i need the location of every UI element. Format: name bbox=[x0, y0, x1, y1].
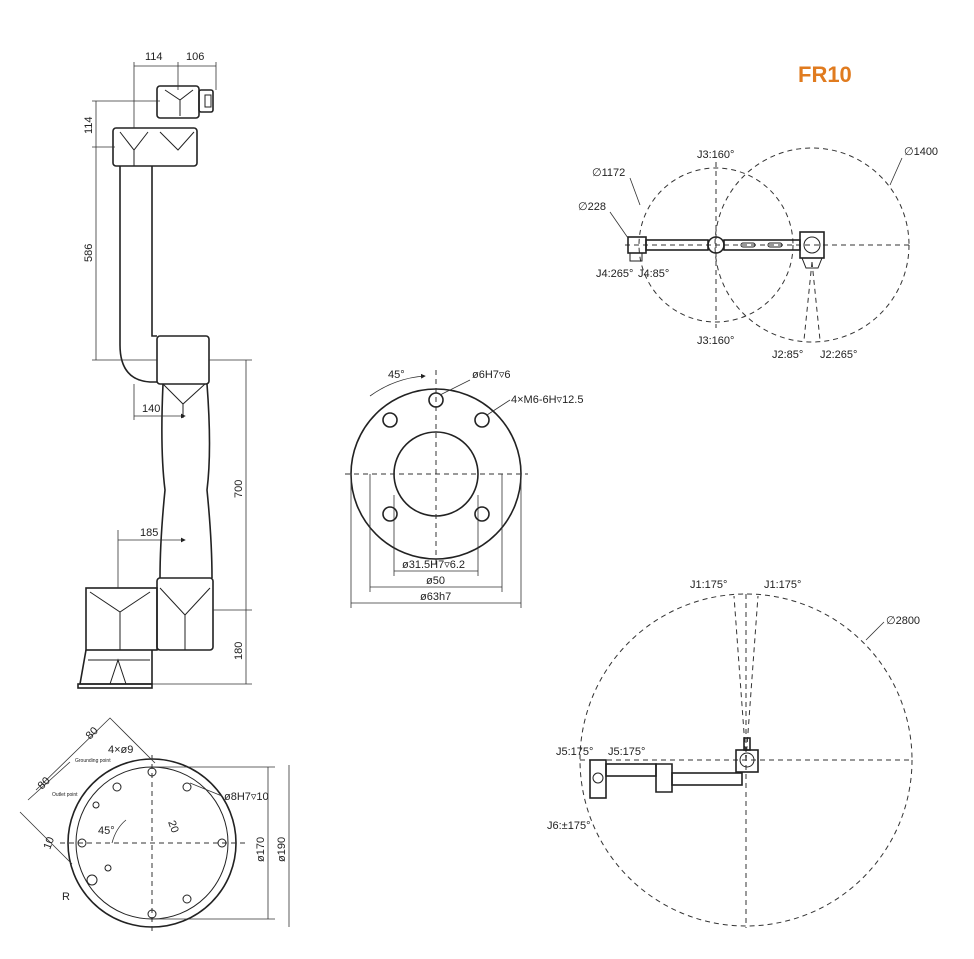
reach-2800: ∅2800 bbox=[886, 615, 920, 627]
base-dim-80-top: 80 bbox=[84, 725, 101, 742]
dim-586: 586 bbox=[83, 244, 95, 262]
j3-bottom-label: J3:160° bbox=[697, 335, 734, 347]
base-radius: R bbox=[62, 891, 70, 903]
j1-left-label: J1:175° bbox=[690, 579, 727, 591]
flange-angle: 45° bbox=[388, 369, 405, 381]
base-angle: 45° bbox=[98, 825, 115, 837]
base-mount-holes: 4×ø9 bbox=[108, 744, 133, 756]
top-reach-view: J3:160° ∅1400 ∅1172 ∅228 J4:265° J4:85° … bbox=[578, 146, 938, 361]
base-dim-20: 20 bbox=[165, 819, 180, 835]
reach-228: ∅228 bbox=[578, 201, 606, 213]
dim-700: 700 bbox=[233, 480, 245, 498]
base-od: ø190 bbox=[276, 837, 288, 862]
side-view-robot: 114 106 114 586 140 700 180 185 bbox=[77, 51, 252, 689]
plan-reach-view: J1:175° J1:175° ∅2800 J5:175° J5:175° J6… bbox=[547, 579, 920, 928]
dim-114-top: 114 bbox=[145, 51, 163, 63]
base-dim-10: 10 bbox=[42, 835, 57, 851]
dim-140: 140 bbox=[142, 403, 160, 415]
j5-right-label: J5:175° bbox=[608, 746, 645, 758]
dim-180: 180 bbox=[233, 642, 245, 660]
j6-label: J6:±175° bbox=[547, 820, 590, 832]
dim-185: 185 bbox=[140, 527, 158, 539]
flange-od: ø63h7 bbox=[420, 591, 451, 603]
flange-thread: 4×M6-6H▿12.5 bbox=[511, 394, 583, 406]
grounding-point-label: Grounding point bbox=[75, 758, 111, 764]
base-pcd: ø170 bbox=[255, 837, 267, 862]
reach-1400: ∅1400 bbox=[904, 146, 938, 158]
flange-pcd: ø50 bbox=[426, 575, 445, 587]
flange-view: 45° ø6H7▿6 4×M6-6H▿12.5 ø31.5H7▿6.2 ø50 … bbox=[345, 369, 583, 608]
j4-85-label: J4:85° bbox=[638, 268, 669, 280]
j1-right-label: J1:175° bbox=[764, 579, 801, 591]
outlet-point-label: Outlet point bbox=[52, 792, 78, 798]
flange-bore: ø31.5H7▿6.2 bbox=[402, 559, 465, 571]
j4-265-label: J4:265° bbox=[596, 268, 633, 280]
j2-265-label: J2:265° bbox=[820, 349, 857, 361]
base-view: 80 4×ø9 80 Grounding point Outlet point … bbox=[19, 717, 290, 935]
base-pin-hole: ø8H7▿10 bbox=[224, 791, 269, 803]
flange-pin-hole: ø6H7▿6 bbox=[472, 369, 511, 381]
dim-114-left: 114 bbox=[83, 116, 95, 134]
j2-85-label: J2:85° bbox=[772, 349, 803, 361]
j5-left-label: J5:175° bbox=[556, 746, 593, 758]
base-dim-80-left: 80 bbox=[36, 775, 53, 792]
j3-top-label: J3:160° bbox=[697, 149, 734, 161]
product-title: FR10 bbox=[798, 62, 852, 87]
dim-106: 106 bbox=[186, 51, 204, 63]
reach-1172: ∅1172 bbox=[592, 167, 625, 179]
